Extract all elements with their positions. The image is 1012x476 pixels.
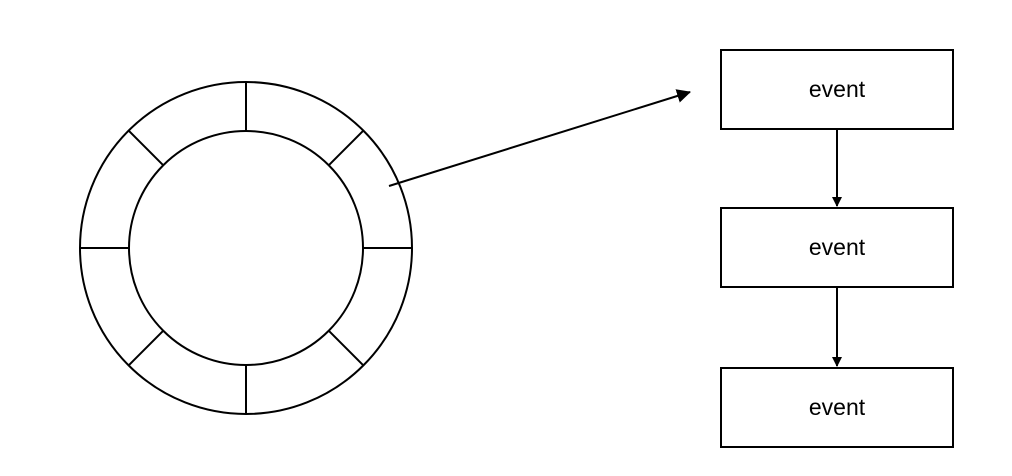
ring-inner-circle	[128, 130, 364, 366]
event-box: event	[720, 207, 954, 288]
event-label: event	[808, 76, 866, 102]
ring-slot-dividers	[80, 82, 412, 414]
ring-slot-divider	[127, 329, 165, 367]
ring-slot-divider	[327, 129, 365, 167]
ring-buffer	[79, 81, 413, 415]
event-box: event	[720, 49, 954, 130]
ring-slot-divider	[327, 329, 365, 367]
event-label: event	[808, 394, 866, 420]
event-box: event	[720, 367, 954, 448]
slot-to-events-arrow	[388, 89, 691, 187]
ring-slot-divider	[127, 129, 165, 167]
event-label: event	[808, 234, 866, 260]
